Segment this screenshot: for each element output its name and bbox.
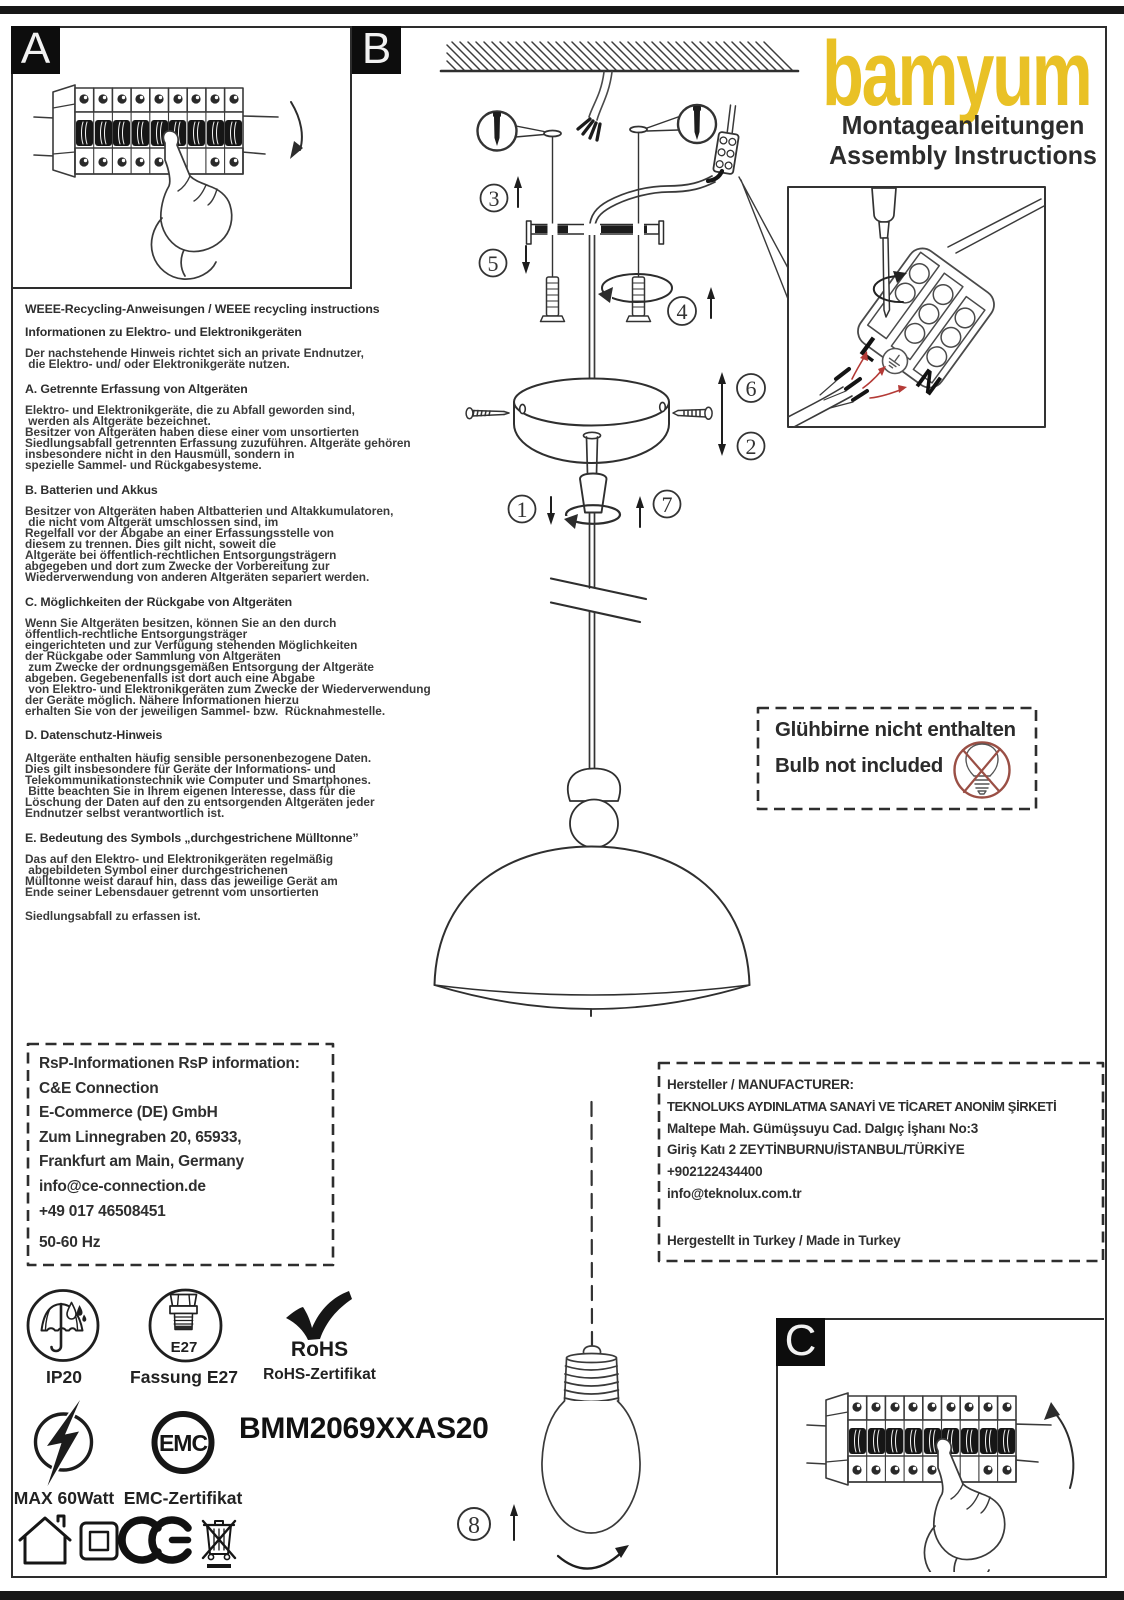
svg-text:7: 7	[662, 492, 673, 517]
svg-text:6: 6	[746, 376, 757, 401]
svg-text:EMC: EMC	[159, 1430, 208, 1456]
svg-text:1: 1	[517, 497, 528, 522]
svg-text:3: 3	[489, 186, 500, 211]
svg-text:2: 2	[746, 434, 757, 459]
svg-text:8: 8	[468, 1513, 480, 1539]
svg-text:5: 5	[488, 251, 499, 276]
svg-text:E27: E27	[171, 1339, 198, 1356]
svg-text:4: 4	[677, 299, 688, 324]
